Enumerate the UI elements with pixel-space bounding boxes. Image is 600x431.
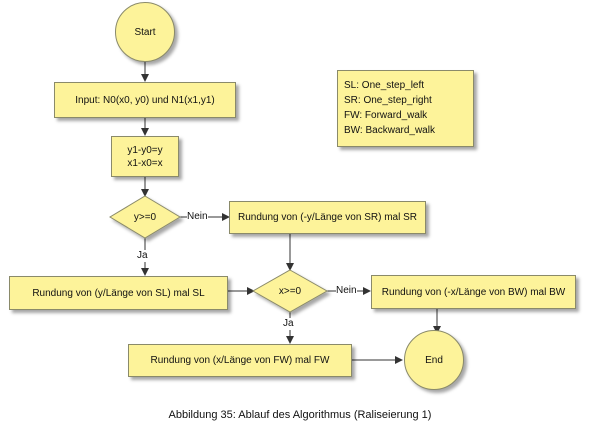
calc-node: y1-y0=y x1-x0=x (111, 136, 179, 177)
start-node: Start (115, 2, 175, 62)
decision-x-label: x>=0 (278, 285, 302, 297)
legend-item-sl: SL: One_step_left (344, 80, 425, 91)
legend-item-fw: FW: Forward_walk (344, 110, 428, 121)
end-node: End (404, 330, 464, 390)
round-sl-node: Rundung von (y/Länge von SL) mal SL (9, 276, 228, 310)
legend-item-bw: BW: Backward_walk (344, 125, 435, 136)
decision-y-label: y>=0 (133, 211, 157, 223)
legend-box: SL: One_step_left SR: One_step_right FW:… (337, 70, 474, 147)
decision-y-no-label: Nein (187, 211, 208, 223)
calc-line-y: y1-y0=y (127, 144, 163, 156)
calc-line-x: x1-x0=x (127, 157, 163, 169)
decision-x-yes-label: Ja (283, 318, 294, 330)
input-node: Input: N0(x0, y0) und N1(x1,y1) (54, 82, 236, 118)
decision-x-no-label: Nein (336, 285, 357, 297)
round-bw-node: Rundung von (-x/Länge von BW) mal BW (371, 275, 576, 309)
decision-y-diamond (109, 195, 181, 239)
figure-caption: Abbildung 35: Ablauf des Algorithmus (Ra… (168, 409, 432, 421)
round-fw-node: Rundung von (x/Länge von FW) mal FW (128, 344, 352, 377)
decision-x-diamond (251, 269, 329, 313)
legend-item-sr: SR: One_step_right (344, 95, 432, 106)
round-sr-node: Rundung von (-y/Länge von SR) mal SR (229, 201, 426, 234)
decision-y-yes-label: Ja (137, 250, 148, 262)
